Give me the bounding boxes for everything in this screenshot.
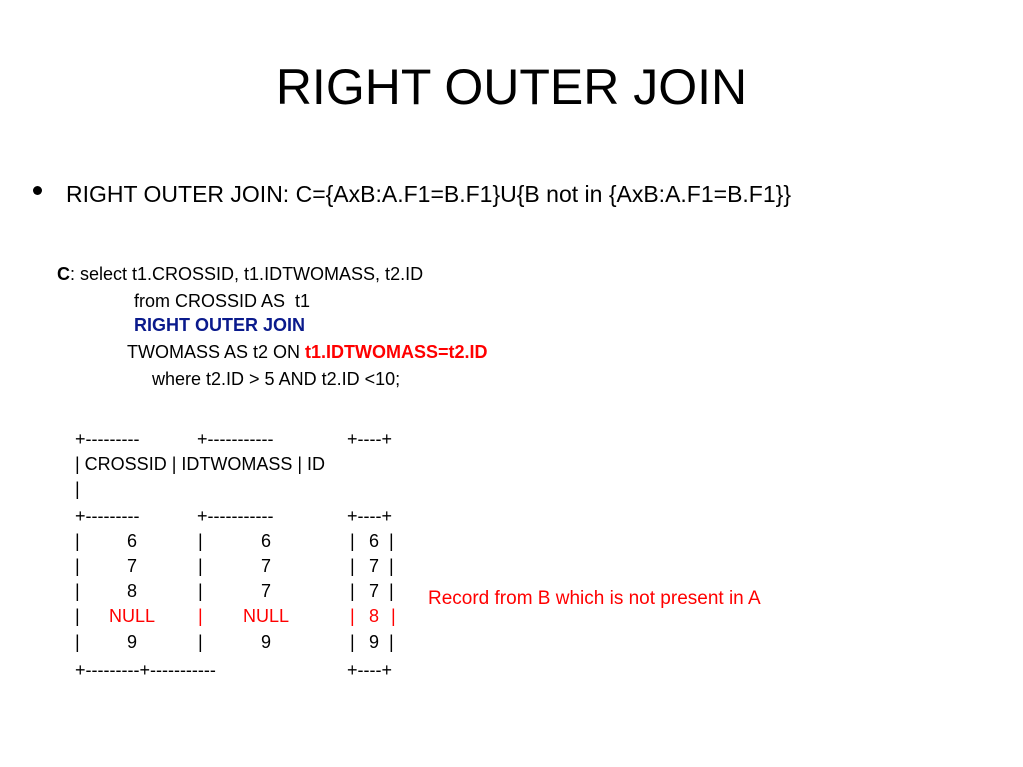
cell-idtwomass: NULL (242, 606, 290, 626)
query-line-4: TWOMASS AS t2 ON t1.IDTWOMASS=t2.ID (127, 341, 488, 363)
query-line-1: C: select t1.CROSSID, t1.IDTWOMASS, t2.I… (57, 263, 423, 285)
query-on-prefix: TWOMASS AS t2 ON (127, 342, 306, 362)
cell-crossid: 6 (126, 531, 137, 551)
cell-idtwomass: 7 (260, 556, 271, 576)
border-mid-2: +----------- (197, 506, 274, 526)
slide-title: RIGHT OUTER JOIN (275, 59, 748, 115)
cell-crossid: 9 (126, 632, 137, 652)
border-top-1: +--------- (75, 429, 140, 449)
bullet-dot-icon (33, 186, 42, 195)
cell-id: 7 (368, 581, 379, 601)
border-mid-3: +----+ (347, 506, 392, 526)
annotation-note: Record from B which is not present in A (428, 588, 761, 609)
border-top-3: +----+ (347, 429, 392, 449)
table-header-tail: | (75, 479, 80, 499)
query-join-condition: t1.IDTWOMASS=t2.ID (305, 342, 488, 362)
cell-idtwomass: 9 (260, 632, 271, 652)
cell-idtwomass: 7 (260, 581, 271, 601)
cell-crossid: NULL (108, 606, 156, 626)
query-label: C (57, 264, 70, 284)
cell-idtwomass: 6 (260, 531, 271, 551)
cell-crossid: 7 (126, 556, 137, 576)
cell-id: 9 (368, 632, 379, 652)
border-top-2: +----------- (197, 429, 274, 449)
cell-crossid: 8 (126, 581, 137, 601)
query-line-2: from CROSSID AS t1 (134, 291, 311, 311)
query-line-5: where t2.ID > 5 AND t2.ID <10; (152, 369, 401, 389)
query-join-keyword: RIGHT OUTER JOIN (134, 315, 306, 335)
table-header: | CROSSID | IDTWOMASS | ID (75, 454, 326, 474)
bullet-text: RIGHT OUTER JOIN: C={AxB:A.F1=B.F1}U{B n… (66, 181, 792, 207)
border-bottom-1: +---------+----------- (75, 660, 216, 680)
border-bottom-2: +----+ (347, 660, 392, 680)
border-mid-1: +--------- (75, 506, 140, 526)
query-select: : select t1.CROSSID, t1.IDTWOMASS, t2.ID (70, 264, 424, 284)
cell-id: 8 (368, 606, 379, 626)
cell-id: 7 (368, 556, 379, 576)
cell-id: 6 (368, 531, 379, 551)
